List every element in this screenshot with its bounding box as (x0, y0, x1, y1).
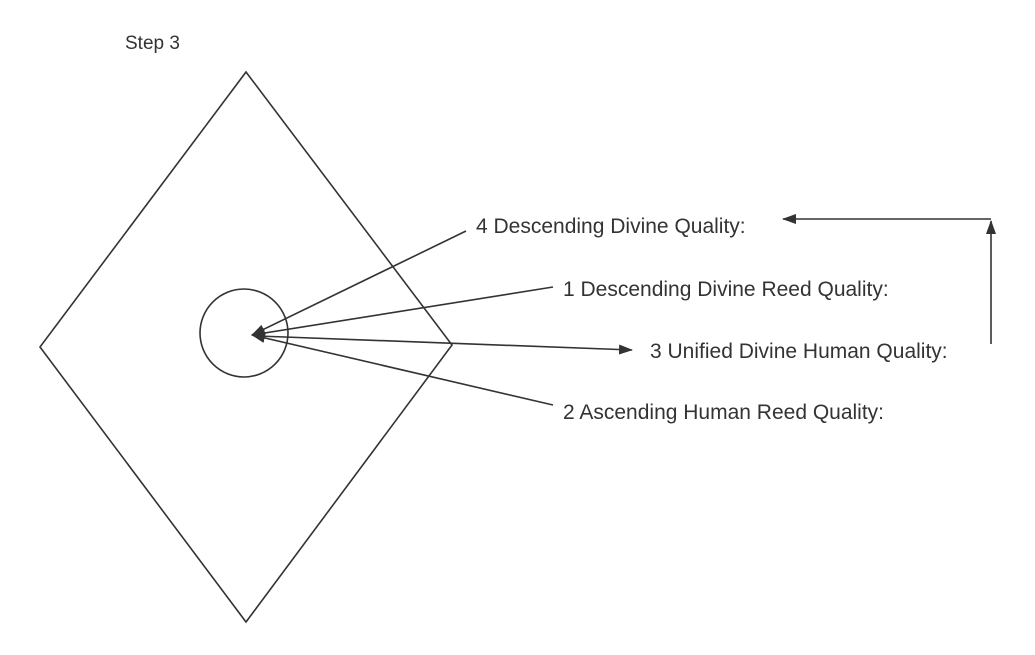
label-descending-divine-reed-quality: 1 Descending Divine Reed Quality: (563, 278, 889, 301)
label-descending-divine-quality: 4 Descending Divine Quality: (476, 215, 746, 238)
arrow-descending-divine-reed (251, 287, 553, 338)
arrow-ascending-human-reed (251, 333, 553, 405)
diamond-shape (40, 72, 452, 622)
arrow-descending-divine (251, 231, 466, 335)
label-ascending-human-reed-quality: 2 Ascending Human Reed Quality: (563, 401, 885, 424)
arrow-unified-divine-human (258, 336, 633, 355)
label-unified-divine-human-quality: 3 Unified Divine Human Quality: (650, 340, 948, 363)
step-title: Step 3 (125, 33, 180, 54)
center-circle (200, 289, 288, 377)
